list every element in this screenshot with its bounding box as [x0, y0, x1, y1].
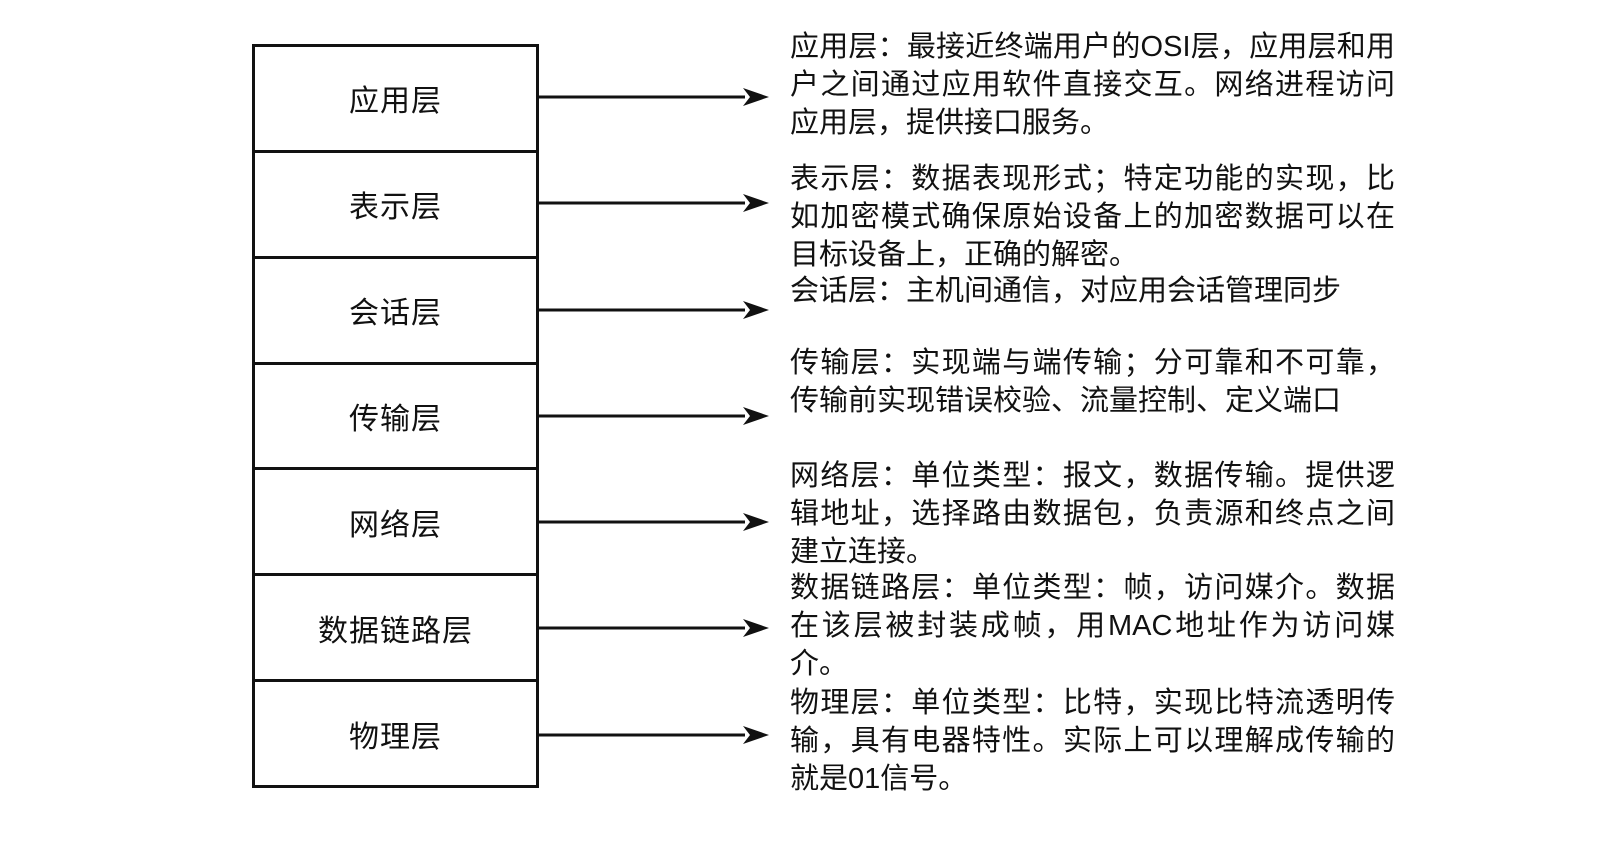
layer-label-application: 应用层: [349, 85, 442, 119]
layer-label-transport: 传输层: [349, 403, 442, 436]
arrow-transport-icon: [539, 406, 769, 426]
description-datalink: 数据链路层：单位类型：帧，访问媒介。数据在该层被封装成帧，用MAC地址作为访问媒…: [790, 572, 1395, 680]
description-presentation: 表示层：数据表现形式；特定功能的实现，比如加密模式确保原始设备上的加密数据可以在…: [790, 163, 1395, 271]
arrow-application-icon: [539, 87, 769, 107]
description-transport: 传输层：实现端与端传输；分可靠和不可靠，传输前实现错误校验、流量控制、定义端口: [790, 347, 1395, 417]
description-network: 网络层：单位类型：报文，数据传输。提供逻辑地址，选择路由数据包，负责源和终点之间…: [790, 460, 1395, 568]
arrow-network-icon: [539, 512, 769, 532]
arrow-datalink-icon: [539, 618, 769, 638]
layer-box-transport: 传输层: [255, 365, 536, 471]
description-application: 应用层：最接近终端用户的OSI层，应用层和用户之间通过应用软件直接交互。网络进程…: [790, 31, 1395, 139]
layer-box-application: 应用层: [255, 47, 536, 153]
layer-label-datalink: 数据链路层: [318, 614, 473, 648]
layer-box-network: 网络层: [255, 470, 536, 577]
layer-label-presentation: 表示层: [349, 191, 442, 225]
arrow-presentation-icon: [539, 193, 769, 213]
layer-box-presentation: 表示层: [255, 153, 536, 259]
layer-label-session: 会话层: [349, 297, 442, 331]
arrow-session-icon: [539, 300, 769, 320]
layer-label-network: 网络层: [349, 508, 442, 542]
layer-stack: 应用层 表示层 会话层 传输层 网络层 数据链路层 物理层: [252, 44, 539, 788]
layer-box-session: 会话层: [255, 259, 536, 365]
layer-box-datalink: 数据链路层: [255, 576, 536, 683]
layer-box-physical: 物理层: [255, 682, 536, 785]
layer-label-physical: 物理层: [349, 720, 442, 754]
description-physical: 物理层：单位类型：比特，实现比特流透明传输，具有电器特性。实际上可以理解成传输的…: [790, 687, 1395, 795]
arrow-physical-icon: [539, 725, 769, 745]
description-session: 会话层：主机间通信，对应用会话管理同步: [790, 275, 1342, 307]
